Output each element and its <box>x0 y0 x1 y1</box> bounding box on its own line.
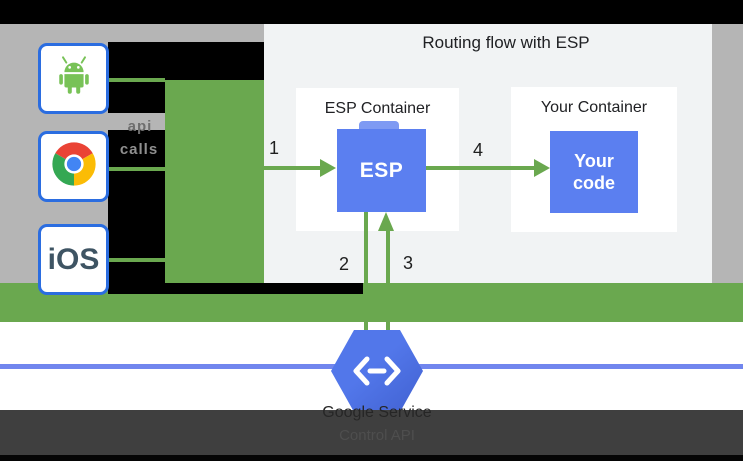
black-redaction-top <box>165 42 264 80</box>
android-client-box <box>38 43 109 114</box>
your-code-line2: code <box>572 173 615 193</box>
your-container-label: Your Container <box>540 99 648 116</box>
esp-container-label: ESP Container <box>324 100 431 117</box>
google-service-label-line1: Google Service <box>322 404 432 421</box>
bottom-black-bar <box>0 455 743 461</box>
arrow-1-head <box>320 159 336 177</box>
green-vertical-band <box>165 80 264 284</box>
android-icon <box>51 53 97 104</box>
step-1-label: 1 <box>268 138 279 158</box>
gray-gap-strip <box>108 113 165 130</box>
chrome-client-box <box>38 131 109 202</box>
arrow-1-line <box>264 166 321 170</box>
step-3-label: 3 <box>402 253 413 273</box>
api-calls-label-line2: calls <box>119 141 159 158</box>
dark-overlay-band <box>0 410 743 455</box>
esp-box: ESP <box>337 129 426 212</box>
your-code-box: Your code <box>550 131 638 213</box>
panel-title: Routing flow with ESP <box>422 33 590 52</box>
google-cloud-endpoints-icon <box>331 330 423 412</box>
ios-connector-line <box>108 258 165 262</box>
right-gray-background <box>712 24 743 283</box>
ios-client-box: iOS <box>38 224 109 295</box>
esp-box-label: ESP <box>359 158 404 182</box>
step-4-label: 4 <box>472 140 483 160</box>
your-code-line1: Your <box>574 151 614 171</box>
google-service-label-line2: Control API <box>339 427 415 444</box>
step-2-label: 2 <box>338 254 349 274</box>
black-redaction-strip <box>108 283 363 294</box>
android-connector-line <box>108 78 165 82</box>
api-calls-label-line1: api <box>127 118 153 135</box>
esp-box-tab <box>359 121 399 130</box>
arrow-4-head <box>534 159 550 177</box>
chrome-connector-line <box>108 167 165 171</box>
arrow-4-line <box>426 166 535 170</box>
ios-label: iOS <box>47 242 100 276</box>
arrow-3-line <box>386 231 390 330</box>
arrow-3-head <box>378 212 394 231</box>
top-black-bar <box>0 0 743 24</box>
chrome-icon <box>51 141 97 192</box>
arrow-2-line <box>364 212 368 330</box>
